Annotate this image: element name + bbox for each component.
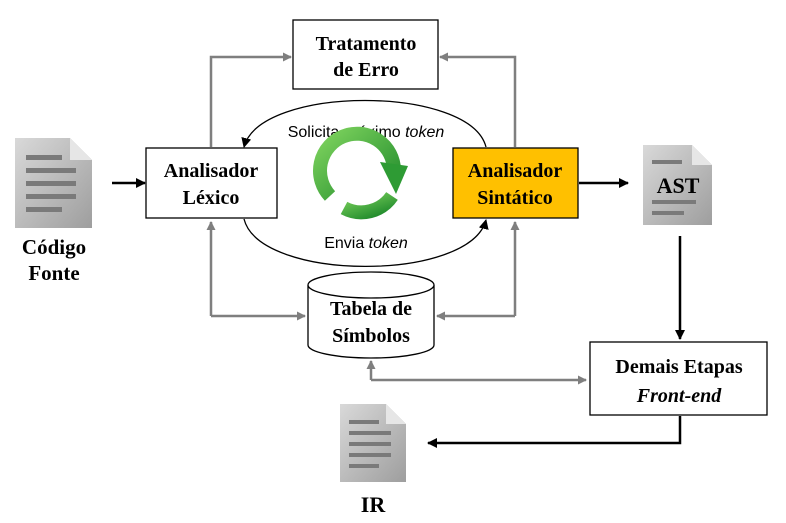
lexer-label-line2: Léxico — [183, 187, 240, 209]
frontend-label-line2: Front-end — [636, 385, 722, 407]
lexer-box — [145, 147, 278, 219]
source-document-icon — [15, 138, 92, 228]
arrow-frontend-to-ir — [427, 416, 682, 448]
arrow-parser-to-error — [439, 52, 517, 147]
error-label-line2: de Erro — [333, 59, 399, 81]
source-label-line1: Código — [22, 235, 86, 259]
frontend-label-line1: Demais Etapas — [615, 356, 742, 378]
symbol-table-cylinder — [307, 271, 435, 359]
parser-label-line1: Analisador — [468, 160, 563, 182]
parser-label-line2: Sintático — [477, 187, 553, 209]
parser-box — [452, 147, 579, 219]
arrow-request-token — [241, 99, 487, 148]
ir-label: IR — [361, 492, 387, 517]
error-handling-box — [292, 19, 439, 90]
ir-document-icon — [340, 404, 406, 482]
ast-label: AST — [657, 173, 700, 198]
refresh-cycle-icon — [313, 126, 408, 220]
send-token-label: Envia token — [324, 235, 408, 252]
arrow-lexer-to-error — [209, 52, 292, 147]
frontend-stages-box — [589, 341, 768, 416]
lexer-label-line1: Analisador — [164, 160, 259, 182]
error-label-line1: Tratamento — [316, 33, 417, 55]
source-label-line2: Fonte — [28, 261, 79, 285]
ast-document-icon — [643, 145, 712, 225]
arrow-send-token — [243, 218, 489, 267]
symbols-label-line2: Símbolos — [332, 325, 410, 347]
symbols-label-line1: Tabela de — [330, 298, 412, 320]
